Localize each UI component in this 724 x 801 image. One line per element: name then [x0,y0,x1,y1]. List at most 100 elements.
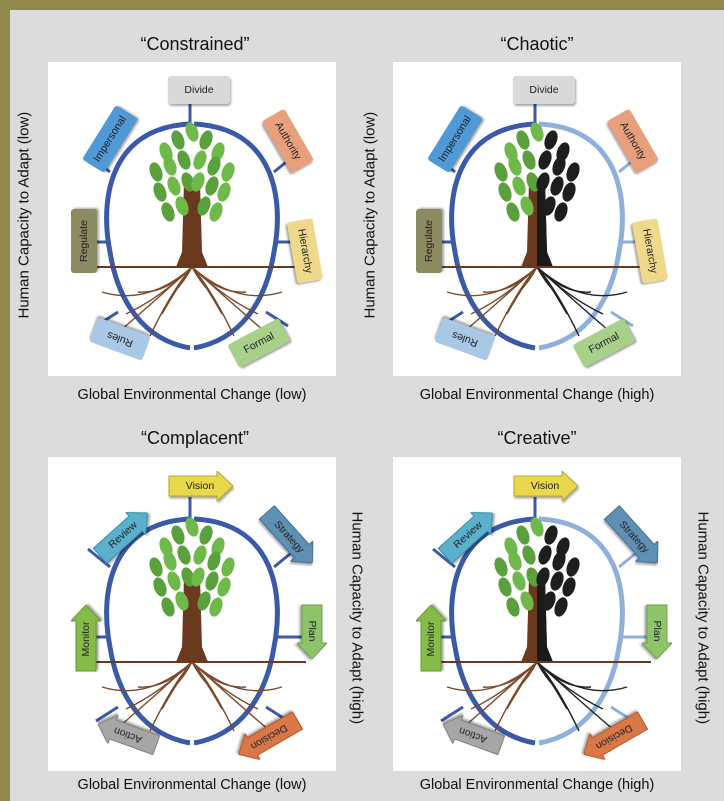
tree-leaf-20 [554,597,568,617]
tree-leaf-2 [185,122,199,142]
cycle-loop-left [104,516,191,746]
label-regulate: Regulate [416,209,442,273]
label-plan: Plan [297,603,327,659]
tree-leaf-1 [516,525,530,545]
title-complacent: “Complacent” [140,428,250,448]
tree-leaf-5 [149,162,163,182]
tree-leaf-14 [191,172,205,192]
tree-root-11 [536,266,604,315]
cycle-loop-left [449,121,536,351]
tree-trunk [176,577,208,662]
cycle-loop-right [538,121,625,351]
tree-root-13 [191,266,283,297]
tree-leaf-5 [494,557,508,577]
tree-leaf-19 [197,591,211,611]
tree-leaf-20 [209,202,223,222]
tree-leaf-2 [530,122,544,142]
tree-leaf-7 [177,545,191,565]
cycle-loop-left [104,121,191,351]
tree-leaf-15 [550,571,564,591]
tree-leaf-11 [498,182,512,202]
tree-leaf-17 [506,597,520,617]
arrow-shape-icon [603,505,659,564]
tree-leaf-13 [526,172,540,192]
tree-leaf-1 [171,525,185,545]
tree-leaf-12 [167,571,181,591]
tree-root-13 [536,266,628,297]
tree-root-6 [101,266,193,297]
tree-leaf-9 [552,156,566,176]
arrow-shape-icon [583,711,649,761]
figure-background: “Constrained” “Chaotic” “Complacent” “Cr… [10,10,724,801]
label-action: Action [438,710,508,760]
tree-leaf-5 [494,162,508,182]
label-divide: Divide [168,76,230,104]
tree-root-6 [446,266,538,297]
tree-leaf-14 [536,172,550,192]
arrow-shape-icon [97,714,161,756]
arrow-shape-icon [437,511,494,564]
tree-leaf-15 [550,176,564,196]
label-vision-text: Vision [185,480,215,492]
cycle-diagram [76,497,310,746]
arrow-shape-icon [238,711,304,761]
tree-leaf-11 [498,577,512,597]
label-strategy: Strategy [254,501,323,573]
tree-leaf-19 [542,591,556,611]
tree-leaf-16 [562,182,576,202]
tree-leaf-19 [197,196,211,216]
title-creative: “Creative” [497,428,577,448]
label-vision-text: Vision [530,480,560,492]
tree-leaf-5 [149,557,163,577]
arrow-shape-icon [92,511,149,564]
tree-leaf-16 [217,577,231,597]
tree-root-6 [446,661,538,692]
tree-leaf-6 [163,156,177,176]
tree-leaf-2 [185,517,199,537]
tree-leaf-7 [522,545,536,565]
tree-root-4 [125,266,193,315]
label-action: Action [93,710,163,760]
cycle-branch-arrow-0 [432,547,456,569]
tree-leaf-13 [181,172,195,192]
cycle-branch-arrow-4 [440,705,464,723]
cycle-branch-arrow-4 [95,705,119,723]
tree-leaf-3 [199,130,213,150]
tree-leaf-9 [552,551,566,571]
arrow-shape-icon [71,605,101,672]
tree-leaf-2 [530,517,544,537]
ylabel-creative: Human Capacity to Adapt (high) [694,511,712,725]
tree-leaf-13 [526,567,540,587]
arrow-shape-icon [416,605,446,672]
tree-trunk-dark-half [537,182,553,267]
tree-root-6 [101,661,193,692]
tree-leaf-16 [217,182,231,202]
cycle-loop-right [538,516,625,746]
tree-leaf-10 [221,162,235,182]
arrow-shape-icon [513,471,578,501]
tree-leaf-3 [199,525,213,545]
xlabel-creative: Global Environmental Change (high) [419,777,655,793]
label-vision: Vision [167,471,233,501]
tree-leaf-7 [177,150,191,170]
tree-leaf-18 [175,196,189,216]
tree-leaf-18 [520,591,534,611]
label-monitor-text: Monitor [425,621,437,657]
label-monitor: Monitor [416,605,446,673]
label-decision: Decision [231,707,307,768]
tree-root-4 [125,661,193,710]
tree-leaf-8 [193,150,207,170]
label-review: Review [433,502,502,568]
tree-leaf-11 [153,182,167,202]
xlabel-complacent: Global Environmental Change (low) [77,777,307,793]
tree-trunk [176,182,208,267]
label-review: Review [88,502,157,568]
ylabel-chaotic: Human Capacity to Adapt (low) [361,111,379,319]
tree-leaf-17 [506,202,520,222]
tree-leaf-16 [562,577,576,597]
label-strategy: Strategy [599,501,668,573]
tree-leaf-10 [566,162,580,182]
ylabel-complacent: Human Capacity to Adapt (high) [348,511,366,725]
label-plan: Plan [642,603,672,659]
tree-leaf-1 [516,130,530,150]
